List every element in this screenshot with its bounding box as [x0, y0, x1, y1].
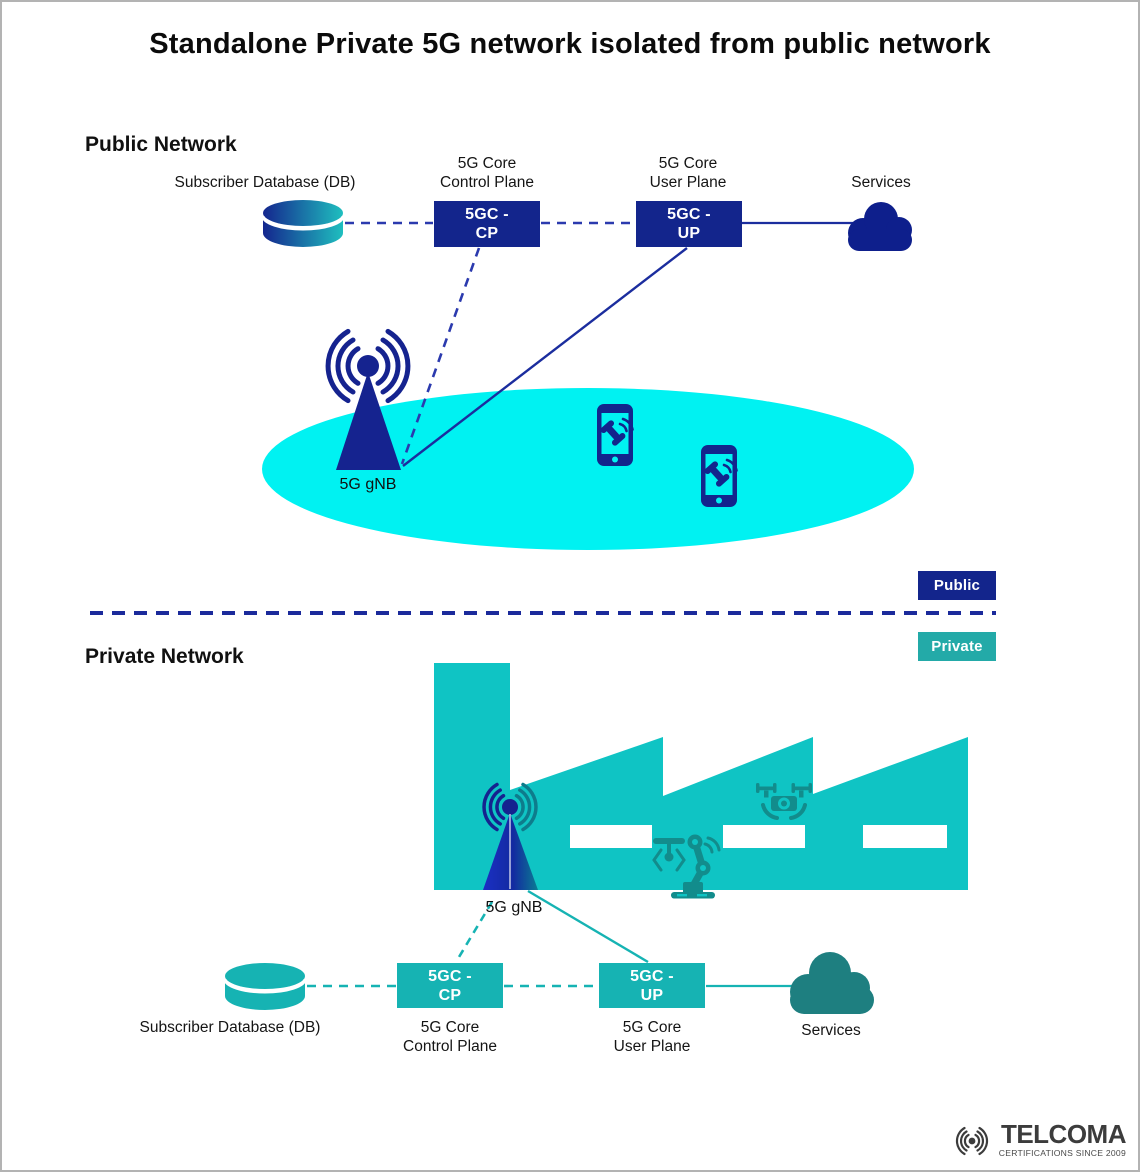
private-services-label: Services: [801, 1022, 861, 1039]
private-database-icon: [223, 963, 307, 1010]
logo-brand-text: TELCOMA: [1000, 1119, 1127, 1149]
private-cp-title: 5G Core Control Plane: [403, 1019, 497, 1055]
private-badge: Private: [918, 632, 996, 661]
private-network-heading: Private Network: [85, 645, 244, 668]
private-5gc-cp-box: 5GC - CP: [397, 963, 503, 1008]
private-gnb-cp-link: [454, 901, 494, 963]
private-5gc-up-box: 5GC - UP: [599, 963, 705, 1008]
drone-icon: [756, 783, 812, 820]
page-title: Standalone Private 5G network isolated f…: [149, 28, 991, 60]
public-subscriber-db-label: Subscriber Database (DB): [174, 174, 356, 191]
public-gnb-up-link: [402, 247, 688, 467]
private-subscriber-db-label: Subscriber Database (DB): [139, 1019, 321, 1036]
public-up-title: 5G Core User Plane: [649, 155, 727, 191]
factory-icon: [434, 663, 968, 890]
robot-arm-icon: [652, 834, 721, 899]
public-badge: Public: [918, 571, 996, 600]
public-gnb-tower-icon: [325, 328, 411, 470]
public-gnb-label: 5G gNB: [339, 476, 397, 493]
public-5gc-cp-box: 5GC - CP: [434, 201, 540, 247]
public-services-label: Services: [851, 174, 911, 191]
factory-window: [570, 825, 652, 848]
private-services-cloud-icon: [790, 952, 874, 1014]
factory-window: [863, 825, 947, 848]
logo-signal-icon: [955, 1126, 988, 1156]
public-gnb-cp-link: [400, 247, 481, 465]
private-gnb-label: 5G gNB: [485, 899, 543, 916]
public-database-icon: [261, 200, 345, 247]
public-5gc-up-box: 5GC - UP: [636, 201, 742, 247]
phone-icon: [595, 402, 635, 468]
public-cp-title: 5G Core Control Plane: [440, 155, 534, 191]
public-services-cloud-icon: [848, 202, 912, 251]
private-up-title: 5G Core User Plane: [613, 1019, 691, 1055]
telcoma-logo: TELCOMA CERTIFICATIONS SINCE 2009: [948, 1119, 1127, 1159]
factory-window: [723, 825, 805, 848]
phone-icon: [699, 443, 739, 509]
public-coverage-ellipse: [262, 388, 914, 550]
private-gnb-tower-icon: [482, 782, 538, 890]
public-network-heading: Public Network: [85, 133, 237, 156]
private-gnb-up-link: [527, 889, 649, 964]
logo-tagline-text: CERTIFICATIONS SINCE 2009: [998, 1148, 1126, 1158]
